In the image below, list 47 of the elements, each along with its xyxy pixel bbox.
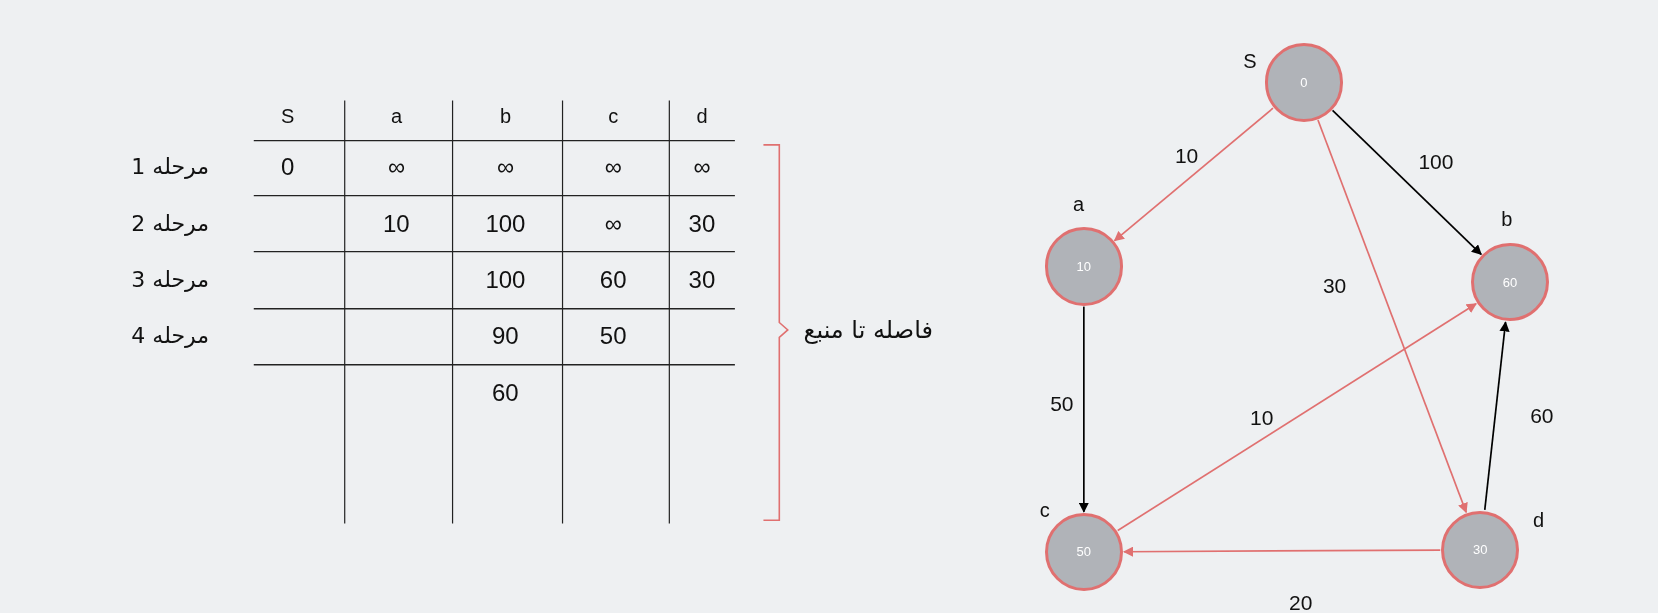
- table-cell: 100: [485, 268, 526, 293]
- node-label: d: [1533, 510, 1545, 531]
- edge-label: 60: [1530, 405, 1554, 427]
- arrow: [1078, 305, 1089, 513]
- graph-node: 30: [1441, 510, 1520, 589]
- arrow: [1483, 321, 1510, 511]
- table-cell: ∞: [604, 155, 622, 180]
- row-label: مرحله 4: [131, 325, 209, 348]
- row-label: مرحله 1: [131, 156, 209, 179]
- graph-node: 60: [1470, 243, 1550, 322]
- arrow: [1116, 302, 1477, 532]
- edge-label: 50: [1050, 393, 1074, 415]
- table-cell: 30: [688, 268, 716, 293]
- table-cell: ∞: [496, 155, 515, 180]
- table-cell: 60: [491, 381, 519, 406]
- table-cell: 50: [599, 324, 627, 349]
- arrow: [1122, 546, 1442, 557]
- arrow: [1317, 119, 1468, 514]
- graph-node: 0: [1264, 43, 1343, 122]
- table-cell: 100: [485, 212, 526, 237]
- node-label: S: [1243, 51, 1257, 72]
- column-header: b: [499, 106, 512, 127]
- table-cell: 10: [383, 212, 410, 237]
- table-cell: 60: [599, 268, 627, 293]
- table-cell: ∞: [388, 155, 406, 180]
- node-label: b: [1501, 208, 1513, 229]
- row-label: مرحله 3: [131, 269, 209, 292]
- row-label: مرحله 2: [131, 213, 209, 236]
- graph-node: 10: [1044, 227, 1123, 306]
- edge-label: 100: [1418, 151, 1454, 173]
- column-header: d: [696, 106, 708, 127]
- bracket-label: فاصله تا منبع: [803, 317, 933, 342]
- edge-label: 10: [1174, 144, 1199, 166]
- column-header: c: [608, 106, 619, 127]
- arrow: [1331, 109, 1482, 256]
- column-header: a: [391, 106, 403, 127]
- node-label: a: [1073, 194, 1085, 215]
- table-cell: 30: [688, 212, 716, 237]
- edge-label: 30: [1322, 275, 1347, 296]
- table-cell: 90: [491, 324, 519, 349]
- edge-label: 20: [1289, 592, 1313, 613]
- column-header: S: [281, 106, 295, 127]
- edge-label: 10: [1249, 407, 1274, 429]
- table-cell: ∞: [604, 212, 622, 237]
- arrow: [1113, 107, 1274, 242]
- table-cell: 0: [281, 155, 295, 180]
- table-cell: ∞: [693, 155, 711, 180]
